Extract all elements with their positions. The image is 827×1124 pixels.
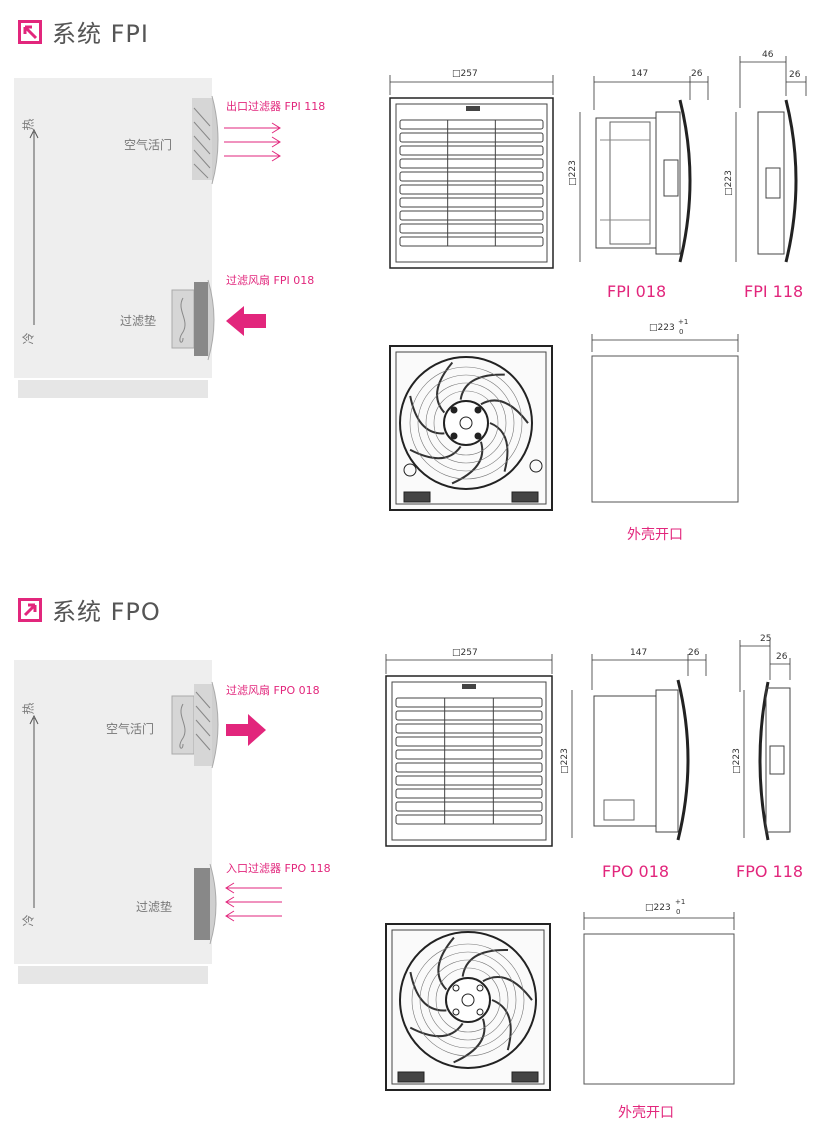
- fpo-front-view: [385, 654, 553, 847]
- fpi-filter-label: 过滤垫: [120, 314, 157, 328]
- fpi-section-title: 系统 FPI: [18, 14, 149, 49]
- fpi-dim-depth-front: 26: [691, 69, 703, 79]
- fpi-fan-back-view: [389, 345, 553, 511]
- fpo-cutout-tol-lower: 0: [676, 908, 681, 916]
- fpi-cutout-tol-lower: 0: [679, 328, 684, 336]
- arrow-in-icon: [18, 19, 42, 44]
- fpo-side-view-018: [571, 654, 707, 841]
- fpo-section-title: 系统 FPO: [18, 592, 161, 627]
- fpi-dim-118-front: 26: [789, 70, 801, 80]
- fpo-dim-118-top: 25: [760, 634, 772, 644]
- fpi-model-filter: FPI 118: [744, 282, 804, 301]
- fpi-title: 系统 FPI: [52, 20, 149, 48]
- fpi-dim-118-top: 46: [762, 50, 774, 60]
- fpo-fan-back-view: [385, 923, 551, 1091]
- fpo-cutout-dim: □223: [645, 903, 671, 913]
- fpo-dim-width: □257: [452, 648, 478, 658]
- fpi-technical-drawings: [389, 56, 807, 511]
- fpi-dim-depth-main: 147: [631, 69, 649, 79]
- fpo-cutout-label: 外壳开口: [618, 1105, 674, 1121]
- fpi-cutout-label: 外壳开口: [627, 527, 683, 543]
- fpi-side-view-118: [735, 56, 807, 263]
- fpi-dim-width: □257: [452, 69, 478, 79]
- fpi-side-view-018: [579, 76, 709, 263]
- fpi-vent-label: 空气活门: [124, 138, 173, 152]
- fpo-model-fan: FPO 018: [602, 862, 670, 881]
- fpi-cabinet-diagram: [14, 78, 281, 398]
- fpo-title: 系统 FPO: [52, 598, 161, 626]
- fpo-model-filter: FPO 118: [736, 862, 804, 881]
- fpo-dim-height-018: □223: [559, 748, 570, 774]
- fpo-cutout: [583, 912, 735, 1085]
- fpo-fan-label: 过滤风扇 FPO 018: [226, 684, 320, 697]
- fpo-cabinet-diagram: [14, 660, 282, 984]
- fpi-outlet-label: 出口过滤器 FPI 118: [226, 100, 326, 113]
- fpi-fan-label: 过滤风扇 FPI 018: [226, 274, 315, 287]
- fpo-cutout-tol-upper: +1: [675, 898, 686, 906]
- fpi-model-fan: FPI 018: [607, 282, 667, 301]
- fpo-vent-label: 空气活门: [106, 722, 155, 736]
- fpi-cutout: [591, 334, 739, 503]
- fpo-filter-label: 过滤垫: [136, 900, 173, 914]
- fpo-dim-depth-main: 147: [630, 648, 648, 658]
- fpo-dim-118-front: 26: [776, 652, 788, 662]
- fpi-front-view: [389, 75, 554, 269]
- fpo-dim-height-118: □223: [731, 748, 742, 774]
- fpo-inlet-label: 入口过滤器 FPO 118: [226, 862, 331, 875]
- fpi-cutout-dim: □223: [649, 323, 675, 333]
- fpo-side-view-118: [739, 640, 791, 841]
- arrow-out-icon: [18, 597, 42, 622]
- fpo-dim-depth-front: 26: [688, 648, 700, 658]
- fpi-cutout-tol-upper: +1: [678, 318, 689, 326]
